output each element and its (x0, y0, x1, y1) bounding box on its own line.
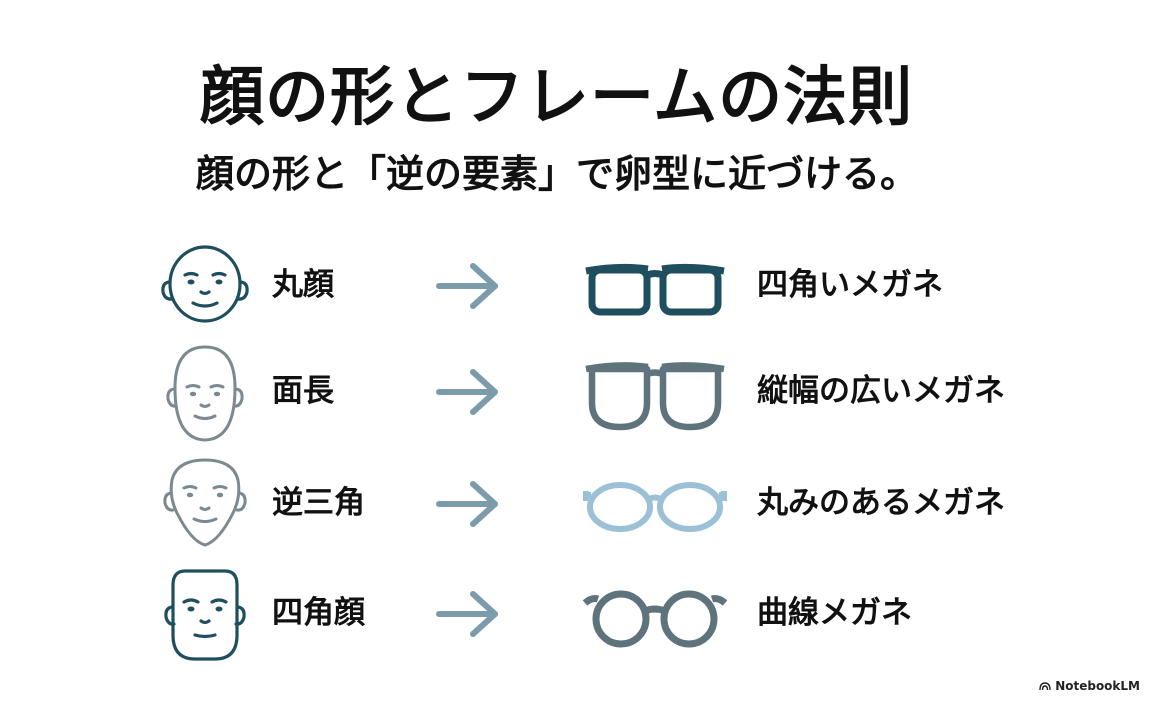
face-shape-label: 四角顔 (272, 595, 365, 631)
brand-watermark: NotebookLM (1039, 679, 1140, 693)
glasses-label: 縦幅の広いメガネ (757, 373, 1005, 409)
square-face-icon (164, 569, 246, 661)
page-title: 顔の形とフレームの法則 (200, 60, 914, 135)
rule-row-inverted-triangle: 逆三角 丸みのあるメガネ (0, 455, 1150, 565)
round-face-icon (161, 245, 249, 323)
page-subtitle: 顔の形と「逆の要素」で卵型に近づける。 (196, 151, 919, 196)
square-glasses-icon (585, 263, 725, 316)
rule-row-long: 面長 縦幅の広いメガネ (0, 343, 1150, 453)
arrow-right-icon (436, 591, 498, 637)
arrow-right-icon (436, 263, 498, 309)
glasses-label: 四角いメガネ (757, 267, 943, 303)
arrow-right-icon (436, 481, 498, 527)
glasses-label: 丸みのあるメガネ (757, 485, 1005, 521)
face-shape-label: 面長 (272, 373, 334, 409)
rounded-glasses-icon (583, 482, 727, 532)
face-shape-label: 丸顔 (272, 267, 334, 303)
face-shape-label: 逆三角 (272, 485, 365, 521)
glasses-label: 曲線メガネ (757, 595, 912, 631)
curved-glasses-icon (582, 590, 728, 648)
notebooklm-logo-icon (1039, 682, 1051, 691)
brand-name: NotebookLM (1055, 679, 1140, 693)
long-face-icon (166, 345, 244, 442)
tall-glasses-icon (585, 362, 725, 431)
rule-row-round: 丸顔 四角いメガネ (0, 237, 1150, 347)
arrow-right-icon (436, 369, 498, 415)
inverted-triangle-face-icon (163, 458, 247, 547)
rule-row-square: 四角顔 曲線メガネ (0, 565, 1150, 675)
